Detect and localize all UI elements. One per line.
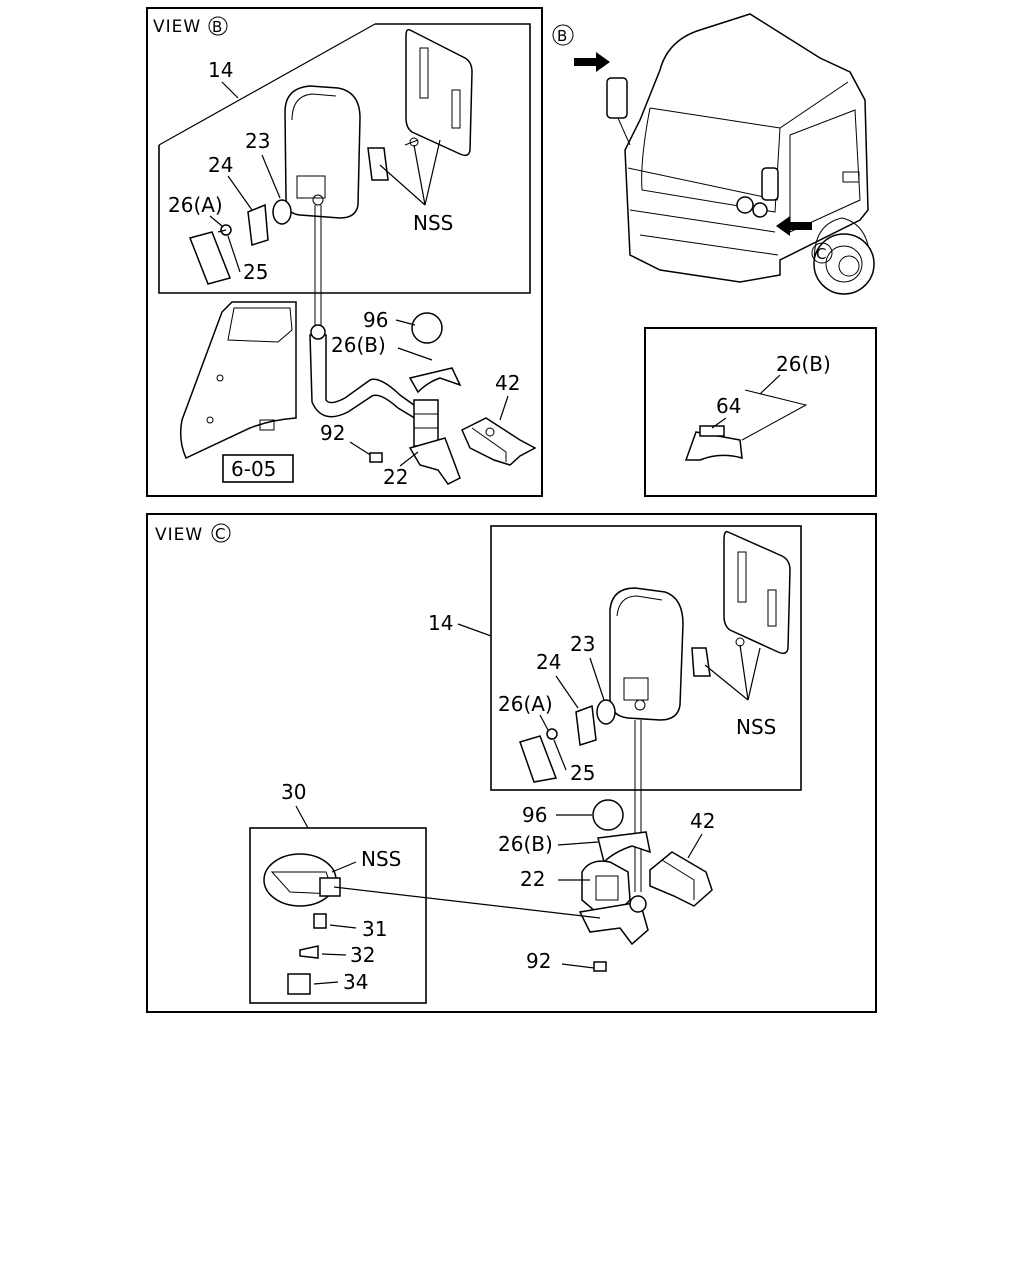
hinge-assembly-c bbox=[578, 860, 649, 946]
view-c-panel: VIEW C NSS 14 23 24 26(A bbox=[146, 513, 877, 1013]
view-c-marker: C bbox=[215, 525, 225, 543]
part-96-cap bbox=[411, 312, 443, 344]
detail-label-26b: 26(B) bbox=[776, 352, 831, 376]
view-b-label-96: 96 bbox=[363, 308, 388, 332]
ref-6-05-box bbox=[222, 454, 294, 483]
detail-label-64: 64 bbox=[716, 394, 741, 418]
arrow-c-icon bbox=[776, 216, 812, 236]
view-c-label-31: 31 bbox=[362, 917, 387, 941]
part-26b-detail bbox=[684, 431, 743, 461]
view-b-label-42: 42 bbox=[495, 371, 520, 395]
part-32-screw bbox=[299, 945, 319, 959]
view-b-title: VIEW bbox=[153, 17, 201, 37]
mirror-inset-box bbox=[158, 23, 531, 294]
view-c-label-23: 23 bbox=[570, 632, 595, 656]
overview-marker-b: B bbox=[557, 27, 567, 45]
mount-bracket-42 bbox=[461, 417, 537, 466]
part-23-cap bbox=[272, 199, 292, 225]
view-c-label-14: 14 bbox=[428, 611, 453, 635]
part-30-box bbox=[249, 827, 427, 1004]
detail-26b-panel: 26(B) 64 bbox=[644, 327, 877, 497]
part-31-nut bbox=[313, 913, 327, 929]
truck-overview: B C bbox=[552, 13, 875, 295]
view-c-label-32: 32 bbox=[350, 943, 375, 967]
part-26b-seal bbox=[408, 367, 462, 394]
view-c-label-26a: 26(A) bbox=[498, 692, 553, 716]
part-34-cap bbox=[287, 973, 311, 995]
view-c-frame bbox=[146, 513, 877, 1013]
part-92-bolt bbox=[369, 452, 383, 463]
view-b-panel: VIEW B NSS 14 bbox=[146, 7, 543, 497]
part-24-gasket bbox=[247, 203, 269, 246]
view-c-label-24: 24 bbox=[536, 650, 561, 674]
view-b-label-92: 92 bbox=[320, 421, 345, 445]
view-c-title: VIEW bbox=[155, 525, 203, 545]
mirror-head bbox=[284, 85, 361, 219]
mirror-head-c bbox=[609, 587, 684, 721]
view-b-label-nss: NSS bbox=[413, 211, 453, 235]
view-b-label-22: 22 bbox=[383, 465, 408, 489]
door-panel bbox=[179, 301, 297, 460]
view-b-marker-circle bbox=[208, 16, 228, 36]
view-c-label-26b: 26(B) bbox=[498, 832, 553, 856]
overview-marker-c: C bbox=[816, 245, 826, 263]
view-c-label-42: 42 bbox=[690, 809, 715, 833]
view-b-label-25: 25 bbox=[243, 260, 268, 284]
view-c-label-92: 92 bbox=[526, 949, 551, 973]
view-c-label-34: 34 bbox=[343, 970, 368, 994]
view-c-label-25: 25 bbox=[570, 761, 595, 785]
mount-bracket-42-c bbox=[649, 851, 713, 907]
view-b-marker: B bbox=[212, 18, 222, 36]
view-b-label-26b: 26(B) bbox=[331, 333, 386, 357]
mirror-back-plate bbox=[367, 28, 473, 181]
arrow-b-icon bbox=[574, 52, 610, 72]
view-b-frame bbox=[146, 7, 543, 497]
detail-frame bbox=[644, 327, 877, 497]
view-c-label-nss2: NSS bbox=[361, 847, 401, 871]
nss-clip bbox=[319, 877, 341, 897]
view-c-label-22: 22 bbox=[520, 867, 545, 891]
view-c-label-96: 96 bbox=[522, 803, 547, 827]
view-b-label-ref: 6-05 bbox=[231, 457, 276, 481]
view-c-label-30: 30 bbox=[281, 780, 306, 804]
view-b-label-23: 23 bbox=[245, 129, 270, 153]
view-b-label-24: 24 bbox=[208, 153, 233, 177]
view-c-mirror-inset bbox=[490, 525, 802, 791]
view-b-label-14: 14 bbox=[208, 58, 233, 82]
mirror-back-plate-c bbox=[691, 530, 791, 677]
part-26a-cover bbox=[188, 231, 232, 285]
view-b-label-26a: 26(A) bbox=[168, 193, 223, 217]
hinge-assembly bbox=[408, 399, 461, 485]
part-64-detail bbox=[699, 425, 725, 437]
view-c-label-nss: NSS bbox=[736, 715, 776, 739]
